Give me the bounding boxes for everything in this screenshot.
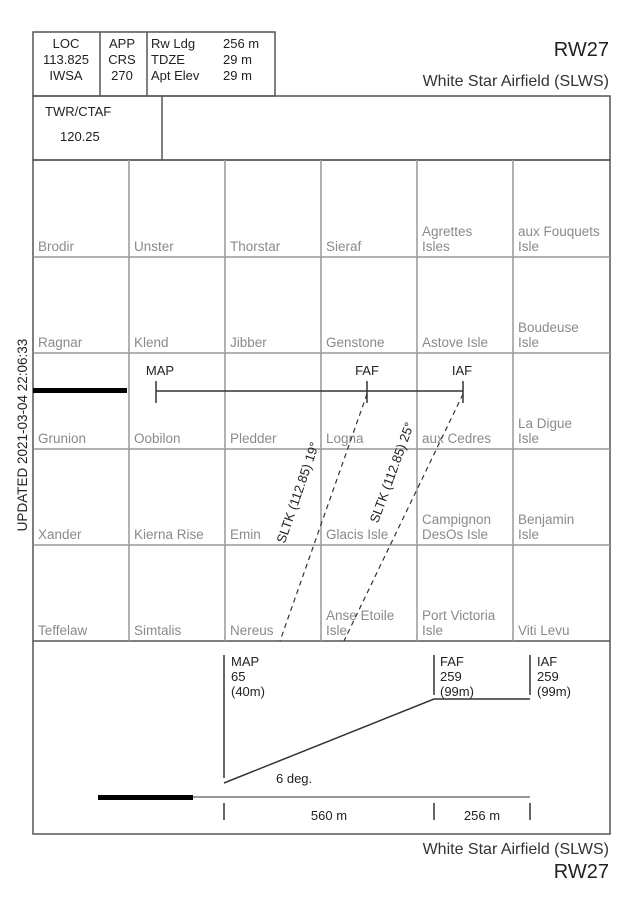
grid-cell-label: DesOs Isle bbox=[422, 527, 488, 542]
grid-cell-label: Oobilon bbox=[134, 431, 181, 446]
grid-cell-label: Benjamin bbox=[518, 512, 574, 527]
crs-label: CRS bbox=[108, 52, 136, 67]
grid-cell-label: Unster bbox=[134, 239, 174, 254]
grid-cell-label: Klend bbox=[134, 335, 169, 350]
apt-elev-value: 29 m bbox=[223, 68, 252, 83]
freq-value: 120.25 bbox=[60, 129, 100, 144]
grid-cell-label: Viti Levu bbox=[518, 623, 570, 638]
grid-cell-label: aux Cedres bbox=[422, 431, 491, 446]
freq-box bbox=[32, 95, 611, 161]
iaf-alt: 259 bbox=[537, 669, 559, 684]
grid-cell-label: Isle bbox=[422, 623, 443, 638]
tdze-value: 29 m bbox=[223, 52, 252, 67]
rw-ldg-value: 256 m bbox=[223, 36, 259, 51]
grid-cell-label: Pledder bbox=[230, 431, 277, 446]
loc-label: LOC bbox=[53, 36, 80, 51]
grid-cell-label: Isle bbox=[326, 623, 347, 638]
grid-cell-label: Emin bbox=[230, 527, 261, 542]
grid-cell-label: Thorstar bbox=[230, 239, 281, 254]
profile-lines bbox=[193, 655, 531, 820]
runway-plan bbox=[33, 388, 127, 393]
grid-cell-label: Brodir bbox=[38, 239, 75, 254]
app-label: APP bbox=[109, 36, 135, 51]
profile-labels: MAP 65 (40m) FAF 259 (99m) IAF 259 (99m)… bbox=[231, 654, 571, 823]
map-alt-m: (40m) bbox=[231, 684, 265, 699]
grid-cell-label: Kierna Rise bbox=[134, 527, 204, 542]
crs-value: 270 bbox=[111, 68, 133, 83]
rw-ldg-label: Rw Ldg bbox=[151, 36, 195, 51]
grid-cell-label: Anse Etoile bbox=[326, 608, 394, 623]
grid-cell-label: Teffelaw bbox=[38, 623, 88, 638]
glide-angle: 6 deg. bbox=[276, 771, 312, 786]
footer-airfield: White Star Airfield (SLWS) bbox=[423, 841, 609, 858]
loc-info: LOC 113.825 IWSA APP CRS 270 Rw Ldg TDZE… bbox=[43, 36, 259, 83]
grid-lines bbox=[33, 160, 610, 641]
map-name: MAP bbox=[231, 654, 259, 669]
grid-cell-label: Ragnar bbox=[38, 335, 83, 350]
iaf-alt-m: (99m) bbox=[537, 684, 571, 699]
grid-cell-label: Genstone bbox=[326, 335, 385, 350]
grid-cell-label: Jibber bbox=[230, 335, 267, 350]
radial-faf bbox=[279, 393, 368, 642]
faf-fix-label: FAF bbox=[355, 363, 379, 378]
loc-freq: 113.825 bbox=[43, 52, 89, 67]
grid-cell-label: Astove Isle bbox=[422, 335, 488, 350]
grid-cell-label: Glacis Isle bbox=[326, 527, 388, 542]
map-fix-label: MAP bbox=[146, 363, 174, 378]
radial-faf-label: SLTK (112.85) 19° bbox=[273, 440, 322, 545]
grid-cell-label: La Digue bbox=[518, 416, 572, 431]
grid-cell-label: Isle bbox=[518, 431, 539, 446]
airfield-title: White Star Airfield (SLWS) bbox=[423, 73, 609, 90]
grid-cell-label: Port Victoria bbox=[422, 608, 496, 623]
grid-cell-label: Logna bbox=[326, 431, 364, 446]
approach-track bbox=[155, 381, 464, 403]
grid-cell-label: Campignon bbox=[422, 512, 491, 527]
runway-profile bbox=[98, 795, 193, 800]
apt-elev-label: Apt Elev bbox=[151, 68, 200, 83]
grid-cell-label: Nereus bbox=[230, 623, 274, 638]
grid-cell-label: Agrettes bbox=[422, 224, 473, 239]
glide-path bbox=[223, 698, 530, 784]
faf-alt: 259 bbox=[440, 669, 462, 684]
radial-lines bbox=[279, 393, 464, 642]
distance-map-faf: 560 m bbox=[311, 808, 347, 823]
footer-runway: RW27 bbox=[554, 861, 609, 883]
faf-name: FAF bbox=[440, 654, 464, 669]
iaf-name: IAF bbox=[537, 654, 557, 669]
grid-cell-label: Xander bbox=[38, 527, 82, 542]
radial-iaf-label: SLTK (112.85) 25° bbox=[367, 420, 417, 525]
grid-cell-label: Sieraf bbox=[326, 239, 362, 254]
radial-iaf bbox=[343, 393, 464, 642]
distance-faf-iaf: 256 m bbox=[464, 808, 500, 823]
map-alt: 65 bbox=[231, 669, 245, 684]
grid-cell-label: Isles bbox=[422, 239, 450, 254]
tdze-label: TDZE bbox=[151, 52, 185, 67]
grid-cell-label: aux Fouquets bbox=[518, 224, 600, 239]
runway-title: RW27 bbox=[554, 39, 609, 61]
grid-cell-label: Isle bbox=[518, 335, 539, 350]
grid-cell-label: Isle bbox=[518, 239, 539, 254]
grid-cell-label: Grunion bbox=[38, 431, 86, 446]
grid-cell-label: Simtalis bbox=[134, 623, 182, 638]
iaf-fix-label: IAF bbox=[452, 363, 472, 378]
loc-ident: IWSA bbox=[49, 68, 83, 83]
updated-timestamp: UPDATED 2021-03-04 22:06:33 bbox=[15, 339, 30, 532]
freq-label: TWR/CTAF bbox=[45, 104, 111, 119]
faf-alt-m: (99m) bbox=[440, 684, 474, 699]
grid-cell-label: Isle bbox=[518, 527, 539, 542]
grid-cell-label: Boudeuse bbox=[518, 320, 579, 335]
